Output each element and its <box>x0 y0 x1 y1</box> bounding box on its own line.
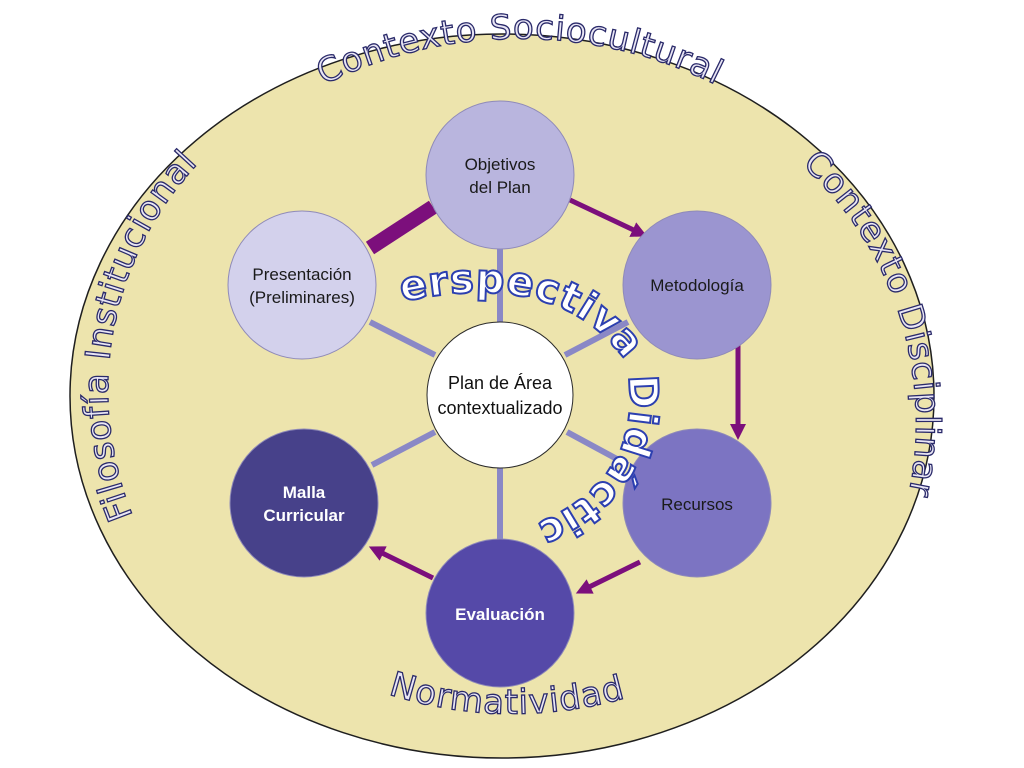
node-objetivos-line2: del Plan <box>469 178 530 197</box>
node-evaluacion-label: Evaluación <box>455 605 545 624</box>
node-objetivos: Objetivos del Plan <box>425 100 575 250</box>
spokes <box>368 245 630 540</box>
spoke-presentacion <box>368 319 437 358</box>
node-objetivos-line1: Objetivos <box>465 155 536 174</box>
node-presentacion-line1: Presentación <box>252 265 351 284</box>
node-malla-line1: Malla <box>283 483 326 502</box>
arrow-evaluacion-malla <box>368 546 435 581</box>
node-presentacion: Presentación (Preliminares) <box>227 210 377 360</box>
node-presentacion-line2: (Preliminares) <box>249 288 355 307</box>
node-recursos: Recursos <box>622 428 772 578</box>
node-metodologia-label: Metodología <box>650 276 744 295</box>
center-node: Plan de Área contextualizado <box>426 321 574 469</box>
node-recursos-label: Recursos <box>661 495 733 514</box>
node-recursos-circle <box>622 428 772 578</box>
spoke-recursos <box>565 429 630 468</box>
node-metodologia-circle <box>622 210 772 360</box>
arrow-objetivos-metodologia <box>568 197 648 237</box>
node-malla: Malla Curricular <box>229 428 379 578</box>
spoke-metodologia <box>563 319 630 358</box>
node-metodologia: Metodología <box>622 210 772 360</box>
node-malla-line2: Curricular <box>263 506 345 525</box>
connectors <box>365 197 747 594</box>
node-objetivos-circle <box>425 100 575 250</box>
node-evaluacion: Evaluación <box>425 538 575 688</box>
arrow-recursos-evaluacion <box>575 559 642 594</box>
spoke-malla <box>370 429 437 468</box>
center-line1: Plan de Área <box>448 373 553 393</box>
center-line2: contextualizado <box>437 398 562 418</box>
node-malla-circle <box>229 428 379 578</box>
node-presentacion-circle <box>227 210 377 360</box>
connector-presentacion-objetivos <box>365 200 438 255</box>
center-node-circle <box>426 321 574 469</box>
node-evaluacion-circle <box>425 538 575 688</box>
